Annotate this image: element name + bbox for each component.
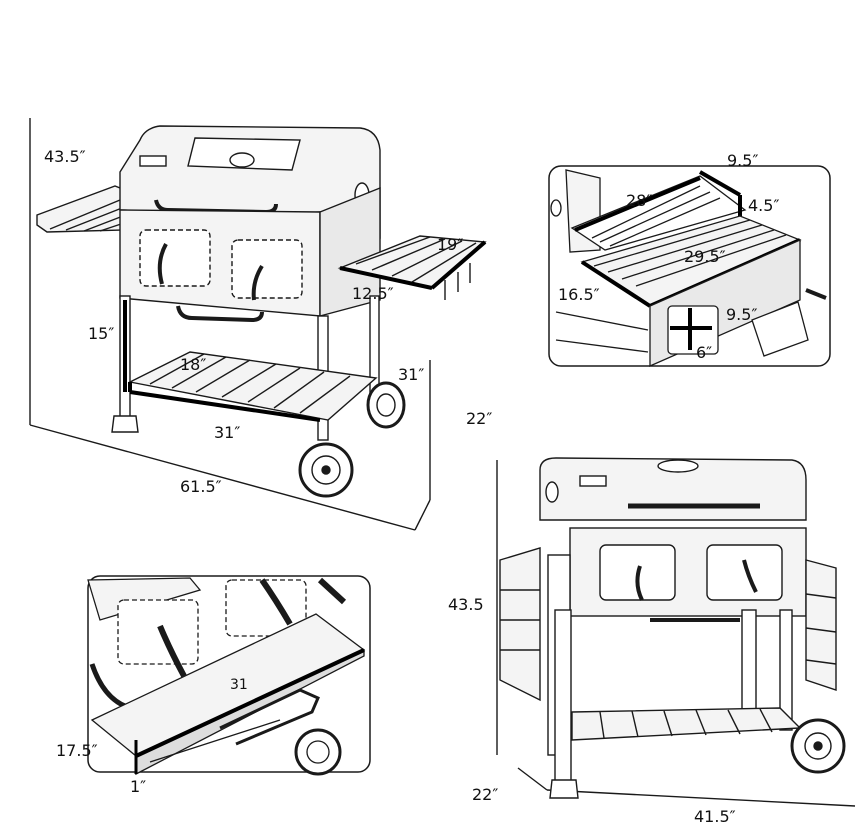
label-main-leg-height: 15″ (88, 324, 115, 343)
label-main-right-height: 31″ (398, 365, 425, 384)
label-main-depth: 22″ (466, 409, 493, 428)
label-main-bottom-width: 31″ (214, 423, 241, 442)
firebox (119, 186, 381, 323)
ash-tray-handle (176, 305, 264, 323)
grate-detail-view (548, 165, 831, 367)
label-front-depth: 22″ (472, 785, 499, 804)
label-grate-depth: 16.5″ (558, 285, 600, 304)
label-shelf-length: 31 (230, 677, 248, 693)
main-grill-view (29, 118, 487, 531)
logo-plate (139, 155, 167, 167)
label-door-width: 6″ (696, 343, 713, 362)
thermometer-icon (550, 199, 562, 217)
label-main-side-shelf-depth: 19″ (437, 235, 464, 254)
front-legs (549, 609, 793, 799)
bottom-shelf (127, 351, 378, 422)
side-shelf-detail (90, 613, 366, 776)
label-grate-upper-length: 28″ (626, 191, 653, 210)
front-lid (539, 457, 807, 521)
label-shelf-depth: 17.5″ (56, 741, 98, 760)
label-shelf-thickness: 1″ (130, 777, 147, 796)
wheel-icon (790, 718, 846, 774)
label-main-bottom-depth: 18″ (180, 355, 207, 374)
handle-icon (157, 243, 168, 285)
label-door-height: 9.5″ (726, 305, 758, 324)
wheel-icon (294, 728, 342, 776)
thermometer-icon (545, 481, 559, 503)
handle-icon (259, 578, 293, 626)
label-front-height: 43.5 (448, 595, 484, 614)
wheel-icon (366, 381, 406, 429)
thermometer-icon (229, 152, 255, 168)
upper-warming-rack (574, 170, 742, 247)
label-main-side-shelf-width: 12.5″ (352, 284, 394, 303)
front-firebox (569, 527, 807, 622)
label-front-width: 41.5″ (694, 807, 736, 826)
label-main-total-length: 61.5″ (180, 477, 222, 496)
shelf-detail-view (87, 575, 371, 776)
left-side-shelf (36, 185, 126, 233)
label-main-height: 43.5″ (44, 147, 86, 166)
front-bottom-shelf (571, 707, 802, 741)
wheel-icon (298, 442, 354, 498)
front-right-shelf (805, 559, 837, 691)
handle-icon (635, 565, 644, 601)
handle-icon (157, 624, 187, 678)
label-grate-step: 4.5″ (748, 196, 780, 215)
label-grate-top-width: 9.5″ (727, 151, 759, 170)
length-dimension-line (29, 424, 416, 531)
handle-icon (251, 264, 264, 301)
front-width-dimension-line (546, 789, 856, 807)
label-grate-main-length: 29.5″ (684, 247, 726, 266)
front-view (496, 457, 856, 807)
handle-icon (742, 559, 758, 593)
right-side-shelf (337, 235, 487, 300)
